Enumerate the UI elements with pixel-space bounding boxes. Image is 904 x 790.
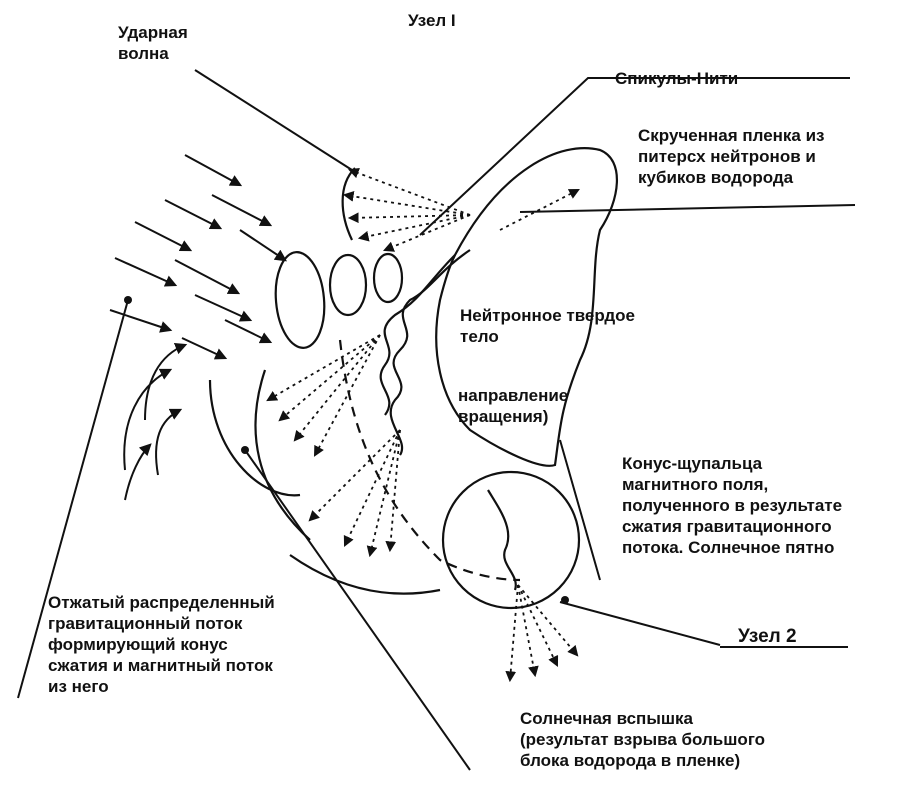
node2-circle: [443, 472, 579, 608]
spicule-ray: [310, 430, 400, 520]
flow-arrow: [212, 195, 270, 225]
flow-arrow: [240, 230, 285, 260]
label-gravity-flow: Отжатый распределенный гравитационный по…: [48, 592, 275, 697]
spicule-ray: [280, 335, 380, 420]
spicule-ray: [510, 585, 518, 680]
leader-node2: [560, 602, 720, 645]
coil-lobe-1: [272, 250, 328, 350]
label-flare: Солнечная вспышка (результат взрыва боль…: [520, 708, 765, 771]
label-node2: Узел 2: [738, 626, 797, 647]
spicule-ray: [350, 170, 470, 215]
spicule-ray: [518, 585, 577, 655]
spicule-ray: [500, 190, 578, 230]
flow-arrow: [110, 310, 170, 330]
coil-lobe-3: [374, 254, 402, 302]
spicule-ray: [385, 215, 470, 250]
leader-dot: [561, 596, 569, 604]
shock-wave-front: [343, 168, 355, 240]
label-rotation: направление вращения): [458, 385, 568, 427]
label-shock-wave: Ударная волна: [118, 22, 188, 64]
leader-shock-wave: [195, 70, 352, 170]
spicule-ray: [370, 430, 400, 555]
flow-arrow: [185, 155, 240, 185]
spicule-ray: [295, 335, 380, 440]
flow-arrow: [115, 258, 175, 285]
curve-arrow: [156, 410, 180, 475]
node2-filament: [488, 490, 516, 590]
label-neutron-body: Нейтронное твердое тело: [460, 305, 635, 347]
label-spicules: Спикулы-Нити: [615, 68, 738, 89]
spicule-ray: [518, 585, 535, 675]
label-cone: Конус-щупальца магнитного поля, полученн…: [622, 453, 842, 558]
flow-arrow: [135, 222, 190, 250]
leader-dot: [241, 446, 249, 454]
coil-lobe-2: [330, 255, 366, 315]
leader-dot: [124, 296, 132, 304]
flow-arrow: [165, 200, 220, 228]
label-film: Скрученная пленка из питерсх нейтронов и…: [638, 125, 825, 188]
spicule-ray: [390, 430, 400, 550]
spiral-filament-2: [381, 255, 455, 415]
curve-arrow: [125, 445, 150, 500]
leader-film: [520, 205, 855, 212]
spicule-ray: [360, 215, 470, 238]
curve-arrow: [124, 370, 170, 470]
flow-arrow: [175, 260, 238, 293]
gravity-arc-2: [255, 370, 310, 540]
label-node1: Узел I: [408, 10, 456, 31]
spicule-ray: [350, 215, 470, 218]
leader-flare: [245, 450, 470, 770]
flow-arrow: [195, 295, 250, 320]
dashed-flow: [340, 340, 520, 580]
flow-arrow: [182, 338, 225, 358]
flow-arrow: [225, 320, 270, 342]
leader-cone: [560, 440, 600, 580]
gravity-arc-3: [290, 555, 440, 594]
